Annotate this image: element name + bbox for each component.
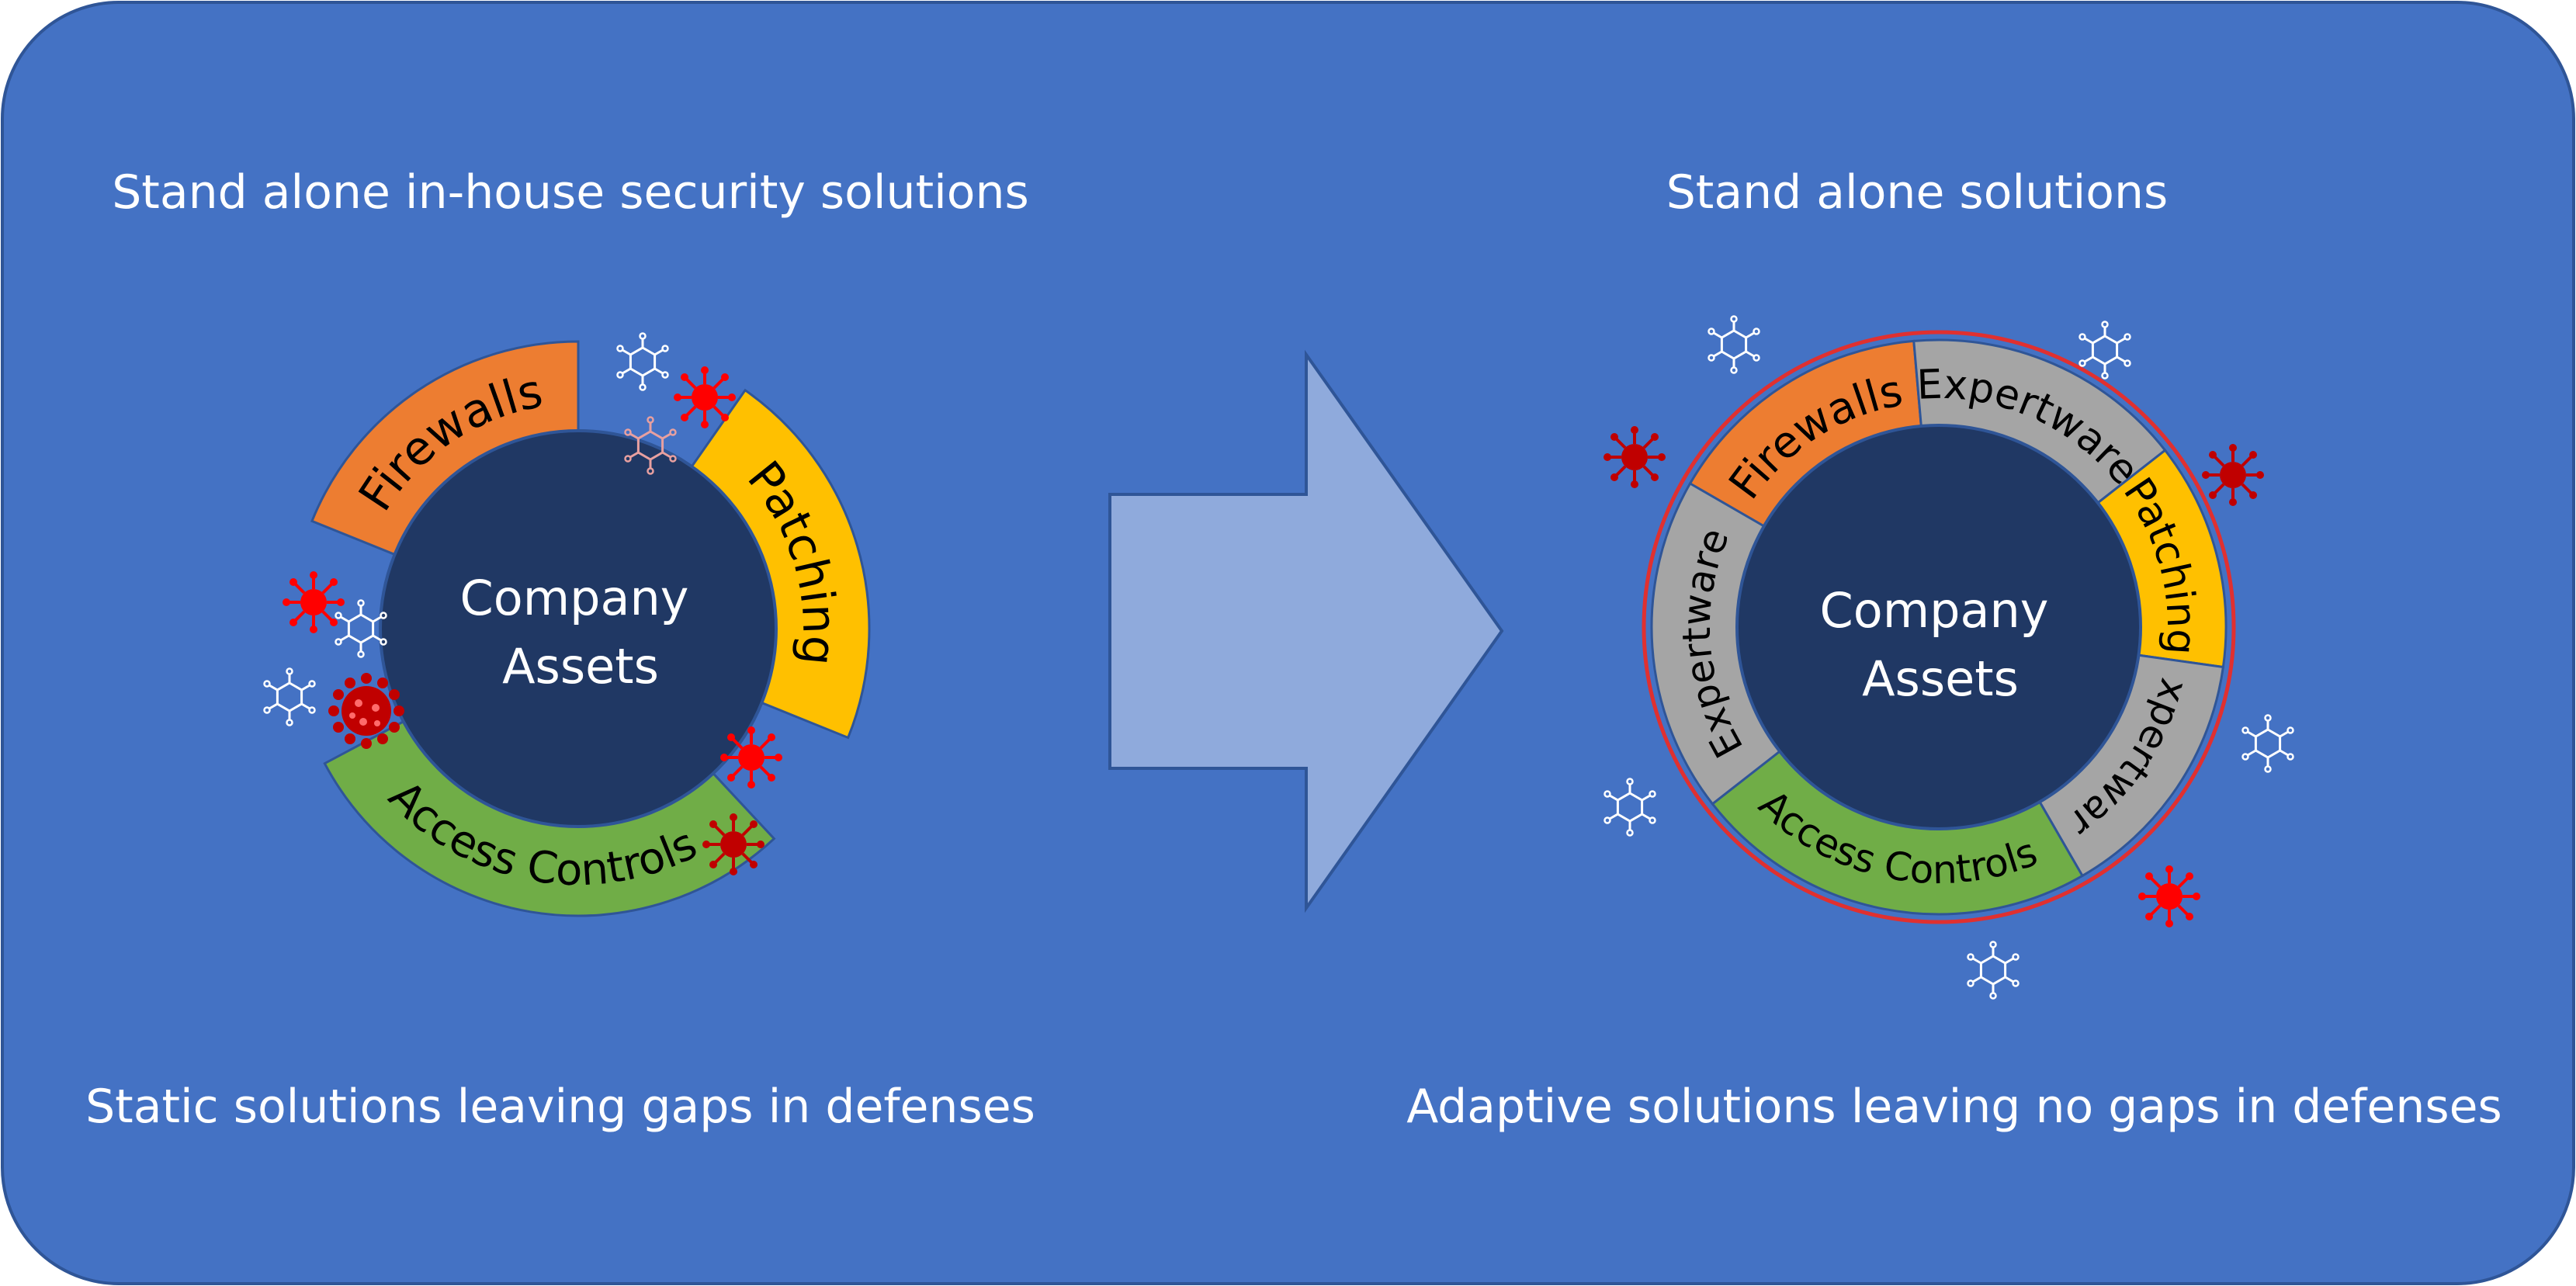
right-core-label-line2: Assets	[1862, 650, 2019, 707]
left-core-label-line2: Assets	[502, 638, 659, 695]
right-caption: Adaptive solutions leaving no gaps in de…	[1406, 1080, 2502, 1134]
right-company-assets-core	[1735, 424, 2142, 830]
left-company-assets-core	[379, 429, 778, 828]
right-core-label-line1: Company	[1820, 582, 2049, 639]
left-ring-diagram: Firewalls Patching Access Controls Compa…	[310, 340, 871, 917]
virus-icon	[672, 365, 737, 430]
virus-icon	[2200, 442, 2266, 508]
virus-icon	[2137, 864, 2202, 929]
right-outer-ring	[1642, 330, 2236, 924]
virus-icon	[281, 570, 346, 635]
virus-icon	[719, 725, 784, 790]
virus-icon	[701, 812, 766, 877]
virus-icon	[1602, 425, 1667, 490]
transition-arrow	[1108, 349, 1504, 913]
right-title: Stand alone solutions	[1666, 165, 2169, 220]
left-caption: Static solutions leaving gaps in defense…	[85, 1080, 1035, 1134]
left-core-label-line1: Company	[460, 570, 689, 626]
left-title: Stand alone in-house security solutions	[112, 165, 1029, 220]
